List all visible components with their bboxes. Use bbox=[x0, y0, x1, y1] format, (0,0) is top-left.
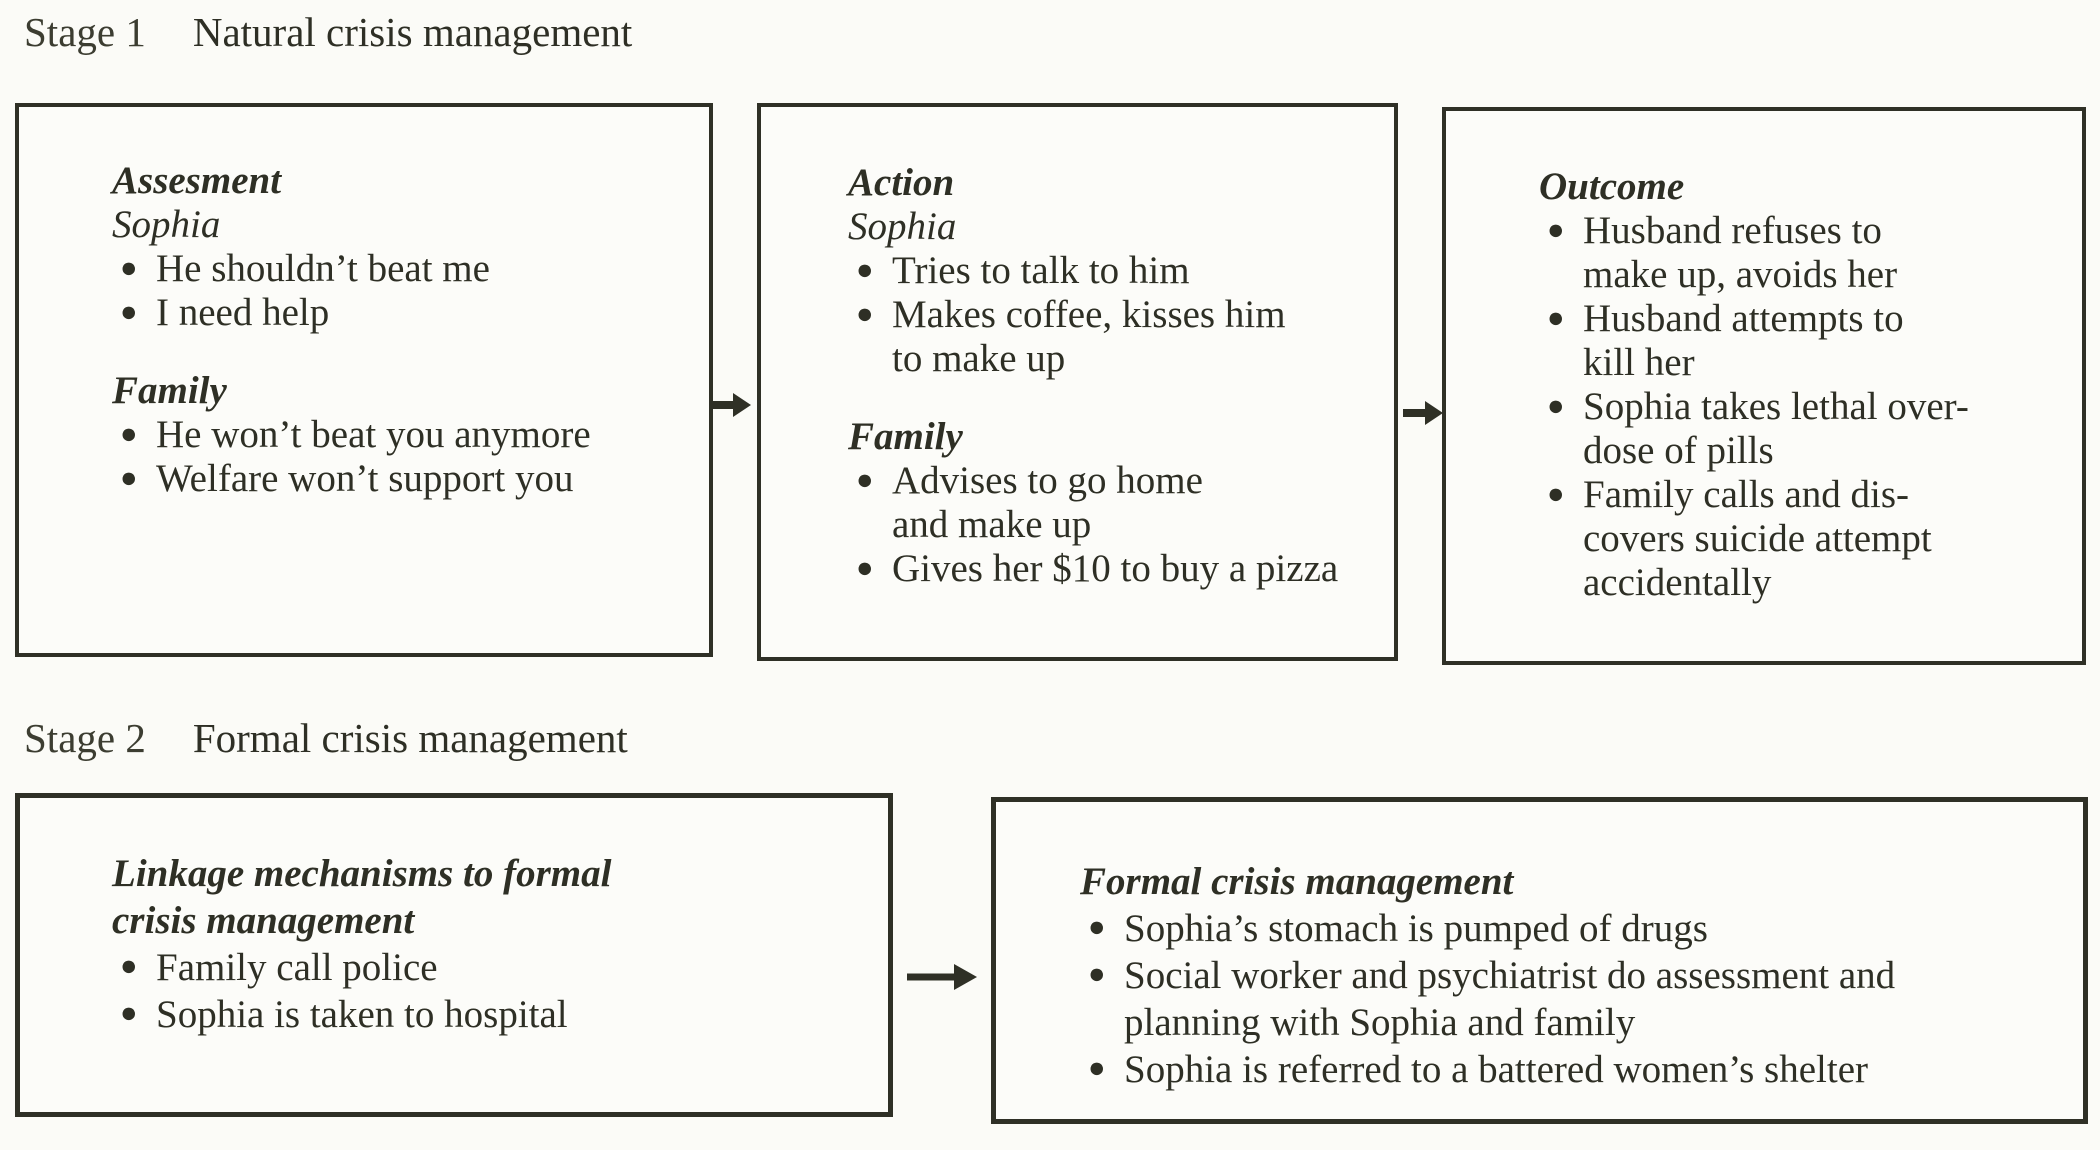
bullet-icon bbox=[856, 293, 892, 337]
linkage-heading: Linkage mechanisms to formal crisis mana… bbox=[112, 852, 612, 942]
bullet-icon bbox=[120, 944, 156, 991]
bullet-icon bbox=[1547, 297, 1583, 341]
assessment-box: Assesment Sophia He shouldn’t beat me I … bbox=[15, 103, 713, 657]
arrow-right-icon bbox=[1403, 401, 1443, 425]
outcome-heading: Outcome bbox=[1539, 165, 1685, 208]
group-label-sophia: Sophia bbox=[848, 205, 957, 248]
list-item: Family calls and dis- covers suicide att… bbox=[1539, 473, 2070, 605]
list-item-text: Sophia is referred to a battered women’s… bbox=[1124, 1048, 1868, 1091]
linkage-box: Linkage mechanisms to formal crisis mana… bbox=[15, 793, 893, 1117]
bullet-icon bbox=[120, 991, 156, 1038]
list-item: Tries to talk to him bbox=[848, 249, 1384, 293]
list-item-text: Tries to talk to him bbox=[892, 249, 1190, 292]
arrow-right-icon bbox=[713, 393, 751, 417]
group-label-family: Family bbox=[112, 369, 227, 412]
list-item-text: Family calls and dis- covers suicide att… bbox=[1583, 473, 1932, 604]
list-item-text: Husband refuses to make up, avoids her bbox=[1583, 209, 1898, 296]
list-item: Sophia is taken to hospital bbox=[112, 991, 872, 1038]
stage2-label: Stage 2 bbox=[24, 715, 146, 761]
list-item-text: Sophia takes lethal over- dose of pills bbox=[1583, 385, 1969, 472]
stage1-header: Stage 1 Natural crisis management bbox=[24, 8, 632, 56]
list-item-text: Social worker and psychiatrist do assess… bbox=[1124, 954, 1896, 1044]
list-item-text: Husband attempts to kill her bbox=[1583, 297, 1904, 384]
list-item: I need help bbox=[112, 291, 693, 335]
list-item: Sophia takes lethal over- dose of pills bbox=[1539, 385, 2070, 473]
action-heading: Action bbox=[848, 161, 955, 204]
stage1-label: Stage 1 bbox=[24, 9, 146, 55]
bullet-icon bbox=[120, 457, 156, 501]
arrow-right-icon bbox=[907, 964, 977, 990]
list-item-text: Sophia is taken to hospital bbox=[156, 993, 568, 1036]
group-label-family: Family bbox=[848, 415, 963, 458]
bullet-icon bbox=[1088, 952, 1124, 999]
assessment-heading: Assesment bbox=[112, 159, 282, 202]
bullet-icon bbox=[856, 459, 892, 503]
spacer bbox=[848, 381, 1384, 415]
list-item-text: Gives her $10 to buy a pizza bbox=[892, 547, 1339, 590]
group-label-sophia: Sophia bbox=[112, 203, 221, 246]
stage1-title: Natural crisis management bbox=[192, 9, 633, 55]
bullet-icon bbox=[1547, 385, 1583, 429]
bullet-icon bbox=[1547, 209, 1583, 253]
spacer bbox=[112, 335, 693, 369]
formal-box: Formal crisis management Sophia’s stomac… bbox=[991, 797, 2088, 1124]
list-item-text: Sophia’s stomach is pumped of drugs bbox=[1124, 907, 1708, 950]
list-item-text: Makes coffee, kisses him to make up bbox=[892, 293, 1286, 380]
list-item: Sophia’s stomach is pumped of drugs bbox=[1080, 905, 2073, 952]
list-item: Family call police bbox=[112, 944, 872, 991]
bullet-icon bbox=[120, 247, 156, 291]
bullet-icon bbox=[856, 547, 892, 591]
list-item: He shouldn’t beat me bbox=[112, 247, 693, 291]
list-item: Social worker and psychiatrist do assess… bbox=[1080, 952, 2073, 1046]
bullet-icon bbox=[1088, 905, 1124, 952]
bullet-icon bbox=[856, 249, 892, 293]
list-item: Makes coffee, kisses him to make up bbox=[848, 293, 1384, 381]
outcome-box: Outcome Husband refuses to make up, avoi… bbox=[1442, 107, 2086, 665]
bullet-icon bbox=[120, 413, 156, 457]
list-item-text: He shouldn’t beat me bbox=[156, 247, 490, 290]
list-item: Advises to go home and make up bbox=[848, 459, 1384, 547]
list-item: He won’t beat you anymore bbox=[112, 413, 693, 457]
formal-heading: Formal crisis management bbox=[1080, 860, 1514, 903]
list-item-text: He won’t beat you anymore bbox=[156, 413, 591, 456]
list-item: Sophia is referred to a battered women’s… bbox=[1080, 1046, 2073, 1093]
list-item: Husband attempts to kill her bbox=[1539, 297, 2070, 385]
bullet-icon bbox=[120, 291, 156, 335]
list-item-text: Family call police bbox=[156, 946, 438, 989]
bullet-icon bbox=[1088, 1046, 1124, 1093]
bullet-icon bbox=[1547, 473, 1583, 517]
list-item: Welfare won’t support you bbox=[112, 457, 693, 501]
list-item: Gives her $10 to buy a pizza bbox=[848, 547, 1384, 591]
list-item: Husband refuses to make up, avoids her bbox=[1539, 209, 2070, 297]
action-box: Action Sophia Tries to talk to him Makes… bbox=[757, 103, 1398, 661]
stage2-header: Stage 2 Formal crisis management bbox=[24, 714, 628, 762]
list-item-text: Welfare won’t support you bbox=[156, 457, 574, 500]
list-item-text: Advises to go home and make up bbox=[892, 459, 1203, 546]
stage2-title: Formal crisis management bbox=[192, 715, 628, 761]
list-item-text: I need help bbox=[156, 291, 330, 334]
